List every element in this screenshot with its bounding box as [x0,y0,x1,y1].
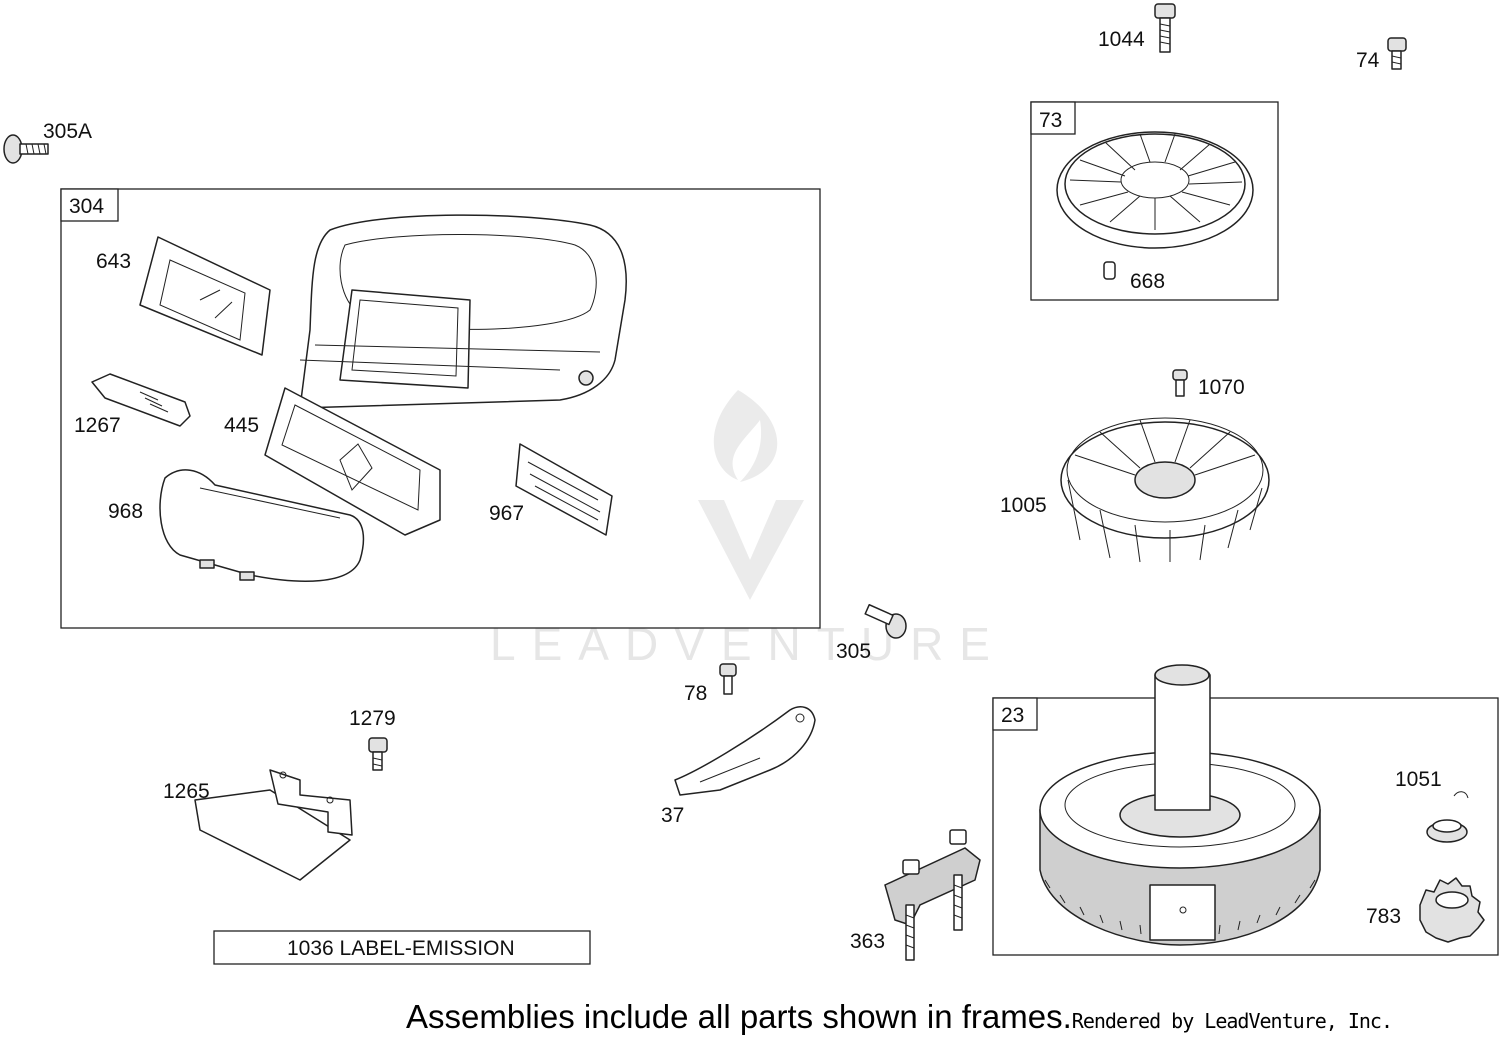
render-credit: Rendered by LeadVenture, Inc. [1071,1009,1393,1033]
key-1051-icon [1426,791,1469,843]
part-label-783: 783 [1366,905,1401,928]
clip-1267-icon [91,373,191,427]
part-label-305a: 305A [43,120,92,143]
part-label-1051: 1051 [1395,768,1442,791]
bolt-74-icon [1387,37,1407,70]
footer-note: Assemblies include all parts shown in fr… [406,998,1393,1036]
frame-23: 23 [992,697,1499,956]
part-label-1070: 1070 [1198,376,1245,399]
part-label-363: 363 [850,930,885,953]
part-label-1044: 1044 [1098,28,1145,51]
flywheel-icon [1039,664,1321,946]
filter-cover-968-icon [159,469,365,582]
part-label-305: 305 [836,640,871,663]
watermark-text: LEADVENTURE [490,618,1006,670]
part-label-1005: 1005 [1000,494,1047,517]
label-emission-text: 1036 LABEL-EMISSION [287,937,515,960]
rotating-screen-icon [1056,131,1254,249]
screw-1070-icon [1172,369,1188,397]
assemblies-note: Assemblies include all parts shown in fr… [406,998,1072,1035]
bolt-78-icon [719,663,737,695]
air-filter-445-icon [264,387,441,536]
armature-363-icon [884,829,981,961]
part-label-74: 74 [1356,49,1380,72]
part-label-37: 37 [661,804,684,827]
part-label-668: 668 [1130,270,1165,293]
bracket-1265-icon [194,769,353,881]
frame-73: 73 [1030,101,1279,301]
part-label-1279: 1279 [349,707,396,730]
part-label-1265: 1265 [163,780,210,803]
bolt-1044-icon [1154,3,1176,53]
label-967-icon [515,443,613,536]
frame-label-304: 304 [69,195,104,218]
part-label-968: 968 [108,500,143,523]
fan-1005-icon [1060,417,1270,563]
retainer-668-icon [1103,261,1116,280]
bolt-305-icon [864,603,907,639]
label-emission-box: 1036 LABEL-EMISSION [213,930,591,965]
inlet-frame-643-icon [139,236,271,356]
part-label-643: 643 [96,250,131,273]
part-label-78: 78 [684,682,707,705]
watermark-logo [698,390,804,600]
frame-label-23: 23 [1001,704,1024,727]
bolt-1279-icon [368,737,388,771]
part-label-445: 445 [224,414,259,437]
bolt-305a-icon [3,134,49,164]
part-label-967: 967 [489,502,524,525]
shield-37-icon [674,706,816,796]
frame-304: 304 [60,188,821,629]
blower-housing-icon [299,214,627,409]
part-label-1267: 1267 [74,414,121,437]
frame-label-73: 73 [1039,109,1062,132]
gear-783-icon [1419,877,1485,943]
